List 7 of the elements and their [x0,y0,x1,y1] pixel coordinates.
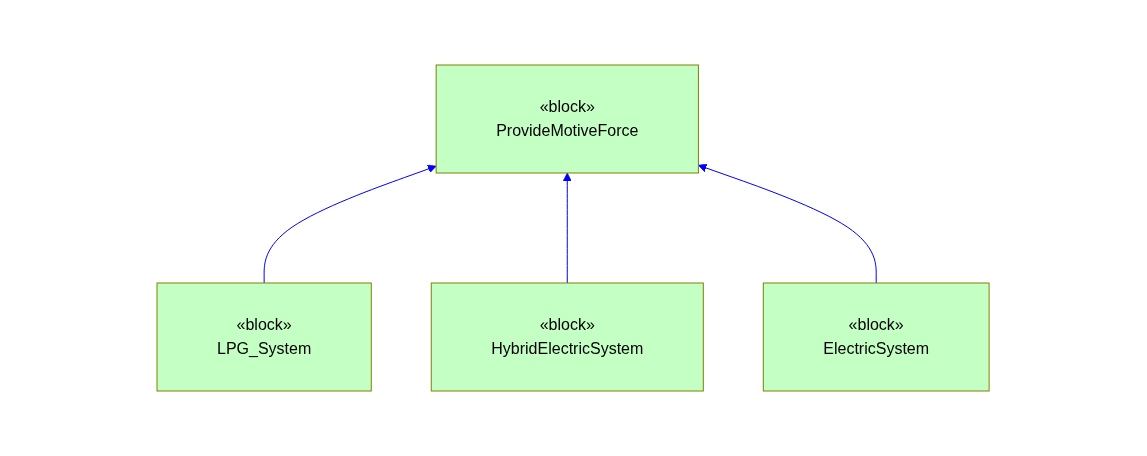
node-box: «block» LPG_System [156,282,373,392]
arrow [698,163,878,284]
node-box: «block» ProvideMotiveForce [436,64,700,174]
node-box: «block» ElectricSystem [763,282,991,392]
node-box: «block» HybridElectricSystem [431,282,705,392]
arrow [264,164,437,284]
arrow [563,172,573,284]
